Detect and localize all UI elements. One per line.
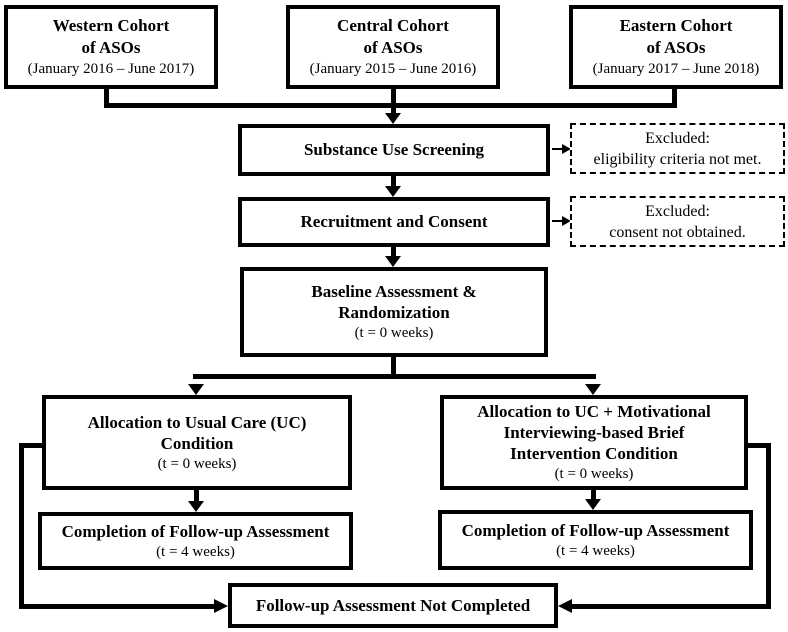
dashed-line-eligibility [552,148,563,150]
arrow-into-followup-uc-icon [188,501,204,512]
followup-uc-subtitle: (t = 4 weeks) [156,543,235,560]
allocation-mi-line1: Allocation to UC + Motivational [477,402,711,421]
arrow-into-screening-icon [385,113,401,124]
connector-right-bottom-hline [572,604,771,609]
excluded-eligibility-line2: eligibility criteria not met. [593,150,762,168]
cohort-box-western: Western Cohort of ASOs (January 2016 – J… [4,5,218,89]
connector-uc-followup [194,490,199,502]
allocation-uc-box: Allocation to Usual Care (UC) Condition … [42,395,352,490]
cohort-eastern-title-line2: of ASOs [646,38,706,57]
cohort-eastern-subtitle: (January 2017 – June 2018) [592,61,760,77]
arrow-into-excluded-eligibility-icon [562,144,571,154]
followup-mi-box: Completion of Follow-up Assessment (t = … [438,510,753,570]
cohort-box-central: Central Cohort of ASOs (January 2015 – J… [286,5,500,89]
allocation-uc-line2: Condition [160,433,234,453]
baseline-box: Baseline Assessment & Randomization (t =… [240,267,548,357]
allocation-mi-line3: Intervention Condition [510,444,678,463]
baseline-line1: Baseline Assessment & [311,282,477,301]
excluded-eligibility-box: Excluded: eligibility criteria not met. [570,123,785,174]
arrow-into-baseline-icon [385,256,401,267]
connector-left-bottom-hline [19,604,214,609]
connector-cohorts-hline [104,103,677,108]
arrow-into-followup-mi-icon [585,499,601,510]
cohort-western-subtitle: (January 2016 – June 2017) [27,61,195,77]
connector-western-stub [104,88,109,108]
connector-left-vline [19,443,24,609]
excluded-consent-line2: consent not obtained. [609,223,746,241]
allocation-mi-box: Allocation to UC + Motivational Intervie… [440,395,748,490]
connector-right-vline [766,443,771,609]
followup-uc-title: Completion of Follow-up Assessment [61,521,330,541]
screening-title: Substance Use Screening [303,140,485,159]
arrow-into-recruitment-icon [385,186,401,197]
followup-uc-box: Completion of Follow-up Assessment (t = … [38,512,353,570]
connector-central-vline [391,88,396,114]
connector-recruitment-baseline [391,247,396,257]
cohort-western-title-line2: of ASOs [81,38,141,57]
followup-mi-subtitle: (t = 4 weeks) [556,542,635,559]
baseline-subtitle: (t = 0 weeks) [354,325,434,341]
cohort-central-title-line2: of ASOs [363,38,423,57]
arrow-into-allocation-uc-icon [188,384,204,395]
dashed-line-consent [552,220,563,222]
allocation-uc-line1: Allocation to Usual Care (UC) [87,412,307,432]
cohort-box-eastern: Eastern Cohort of ASOs (January 2017 – J… [569,5,783,89]
connector-screening-recruitment [391,176,396,187]
allocation-mi-line2: Interviewing-based Brief [503,423,685,442]
connector-mi-followup [591,490,596,500]
followup-mi-title: Completion of Follow-up Assessment [461,520,730,540]
connector-split-hline [193,374,596,379]
screening-box: Substance Use Screening [238,124,550,176]
excluded-eligibility-line1: Excluded: [645,129,710,147]
arrow-into-excluded-consent-icon [562,216,571,226]
connector-mi-right-stub [748,443,771,448]
recruitment-title: Recruitment and Consent [300,212,488,231]
arrow-into-allocation-mi-icon [585,384,601,395]
cohort-central-title-line1: Central Cohort [337,16,449,35]
cohort-eastern-title-line1: Eastern Cohort [619,16,733,35]
connector-uc-left-stub [19,443,42,448]
allocation-mi-subtitle: (t = 0 weeks) [554,466,634,482]
connector-eastern-stub [672,88,677,108]
baseline-line2: Randomization [338,303,450,322]
allocation-uc-subtitle: (t = 0 weeks) [157,455,237,472]
arrow-into-notcompleted-left-icon [214,599,228,613]
excluded-consent-line1: Excluded: [645,202,710,220]
recruitment-box: Recruitment and Consent [238,197,550,247]
arrow-into-notcompleted-right-icon [558,599,572,613]
not-completed-box: Follow-up Assessment Not Completed [228,583,558,628]
cohort-western-title-line1: Western Cohort [52,16,170,35]
cohort-central-subtitle: (January 2015 – June 2016) [309,61,477,77]
connector-baseline-split [391,357,396,379]
excluded-consent-box: Excluded: consent not obtained. [570,196,785,247]
not-completed-title: Follow-up Assessment Not Completed [255,595,531,615]
